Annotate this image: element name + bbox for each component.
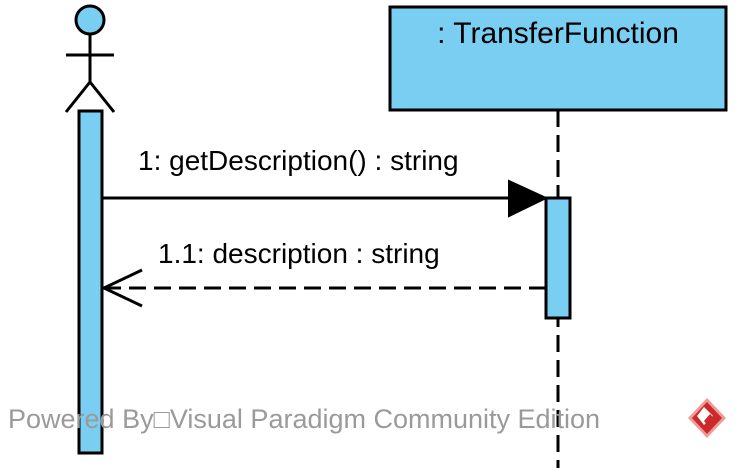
watermark-text: Powered By□Visual Paradigm Community Edi… xyxy=(8,404,600,434)
message-1-1-open-arrowhead xyxy=(100,268,143,308)
message-1-1[interactable]: 1.1: description : string xyxy=(100,238,546,308)
actor-left-leg xyxy=(64,81,92,113)
actor-right-leg xyxy=(88,81,116,113)
actor[interactable] xyxy=(64,4,116,113)
lifeline-header-box xyxy=(388,5,728,112)
message-1-filled-arrowhead xyxy=(508,179,549,218)
watermark: Powered By□Visual Paradigm Community Edi… xyxy=(8,398,726,438)
actor-activation-bar xyxy=(77,109,104,455)
lifeline-activation-bar xyxy=(544,196,572,320)
visual-paradigm-logo-icon xyxy=(688,398,726,438)
lifeline-transferfunction[interactable]: : TransferFunction xyxy=(388,5,728,112)
actor-head xyxy=(74,4,106,36)
message-1[interactable]: 1: getDescription() : string xyxy=(102,145,549,218)
message-1-1-label: 1.1: description : string xyxy=(158,238,440,269)
lifeline-title: : TransferFunction xyxy=(437,17,679,50)
message-1-label: 1: getDescription() : string xyxy=(138,145,459,176)
